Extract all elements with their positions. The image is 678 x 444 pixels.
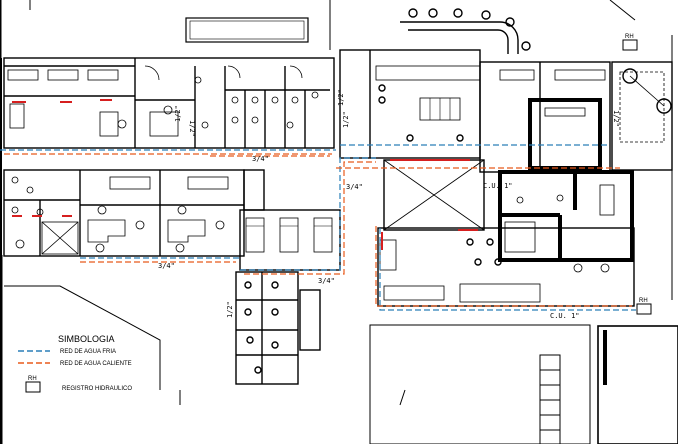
pipe-label-corridor-b: 1/2": [342, 111, 350, 128]
pipe-label-office-vertical: 1/2": [188, 120, 196, 137]
kitchen-block: [339, 49, 481, 159]
right-furniture: [504, 107, 615, 273]
top-skylight: [185, 17, 309, 43]
register-bottom-right-badge: RH: [639, 298, 648, 304]
pipe-label-north-top: 1/2": [174, 105, 182, 122]
pipe-labels: 1/2" 1/2" 1/2" 1/2" 3/4" 3/4" 3/4" 3/4" …: [158, 89, 620, 320]
pipe-label-baths-vertical: 1/2": [226, 301, 234, 318]
right-wing: [479, 61, 673, 173]
pipe-label-kitchen-mid: 3/4": [346, 183, 363, 191]
pipe-label-right-vertical: 1/2": [612, 110, 620, 127]
office-wing-middle: [3, 169, 265, 257]
pipe-label-lower-service: 3/4": [318, 277, 335, 285]
register-bottom-right: RH: [636, 298, 652, 315]
cold-water-network: [0, 144, 636, 311]
register-top-right: RH: [622, 34, 638, 51]
hot-water-network: [4, 153, 632, 307]
office-wing-north: [3, 57, 335, 149]
legend-register-box: [25, 381, 41, 393]
bedroom-block: [239, 209, 341, 271]
lower-outlines: [4, 285, 678, 444]
office-north-furniture: [7, 65, 319, 137]
office-middle-furniture: [11, 176, 229, 255]
legend-title: SIMBOLOGIA: [58, 334, 115, 344]
legend-register-label: REGISTRO HIDRAULICO: [62, 386, 132, 392]
legend-hot-label: RED DE AGUA CALIENTE: [60, 361, 132, 367]
legend-cold-label: RED DE AGUA FRIA: [60, 349, 116, 355]
legend: SIMBOLOGIA RED DE AGUA FRIA RED DE AGUA …: [18, 334, 132, 393]
kitchen-red-accents: [381, 159, 478, 250]
pipe-label-corridor-a: 1/2": [337, 89, 345, 106]
pipe-label-cu-upper: C.U. 1": [483, 182, 513, 190]
pipe-label-branch-left: 3/4": [158, 262, 175, 270]
bath-stack: [235, 271, 321, 385]
pipe-label-branch-mid: 3/4": [252, 155, 269, 163]
north-wall-accents: [12, 99, 112, 103]
legend-register-badge: RH: [28, 376, 37, 382]
bar-counter: [400, 8, 531, 54]
register-top-right-badge: RH: [625, 34, 634, 40]
pipe-label-cu-lower: C.U. 1": [550, 312, 580, 320]
